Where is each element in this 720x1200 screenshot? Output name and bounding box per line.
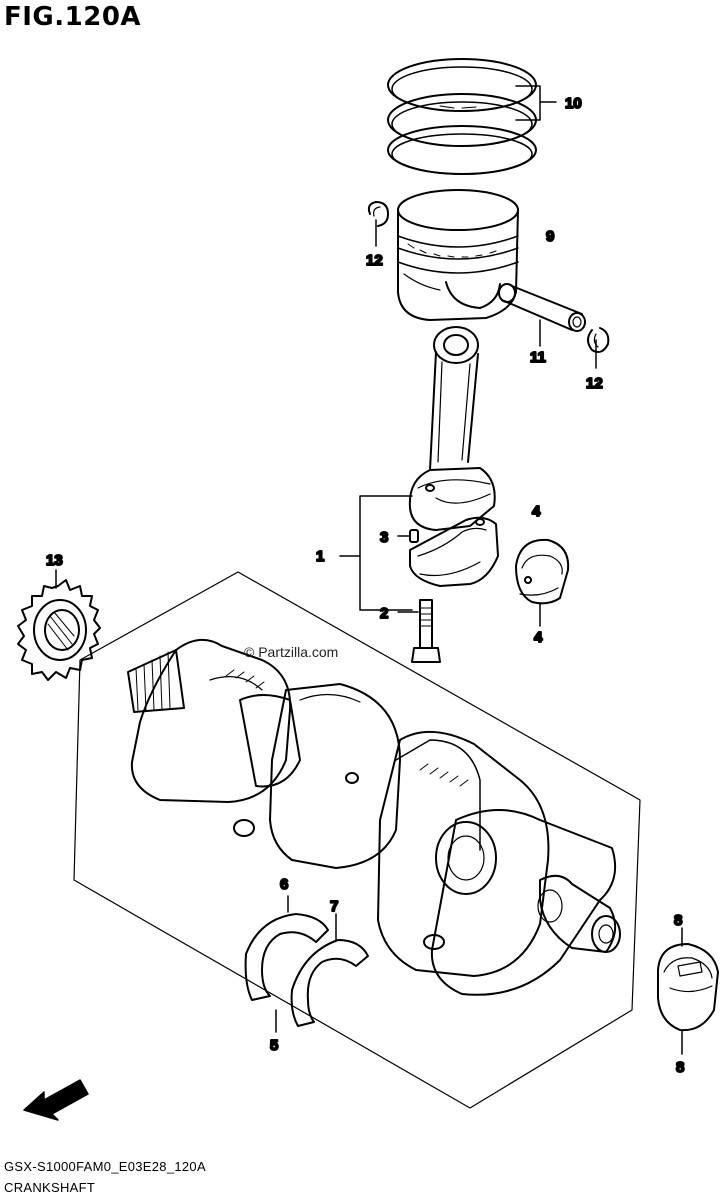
crankshaft[interactable] (127, 639, 621, 996)
piston[interactable] (397, 189, 519, 321)
callout-9: 9 (546, 228, 554, 245)
piston-pin[interactable] (498, 283, 586, 332)
crankshaft-bearing[interactable] (657, 943, 719, 1032)
callout-3: 3 (380, 529, 388, 546)
primary-drive-gear[interactable] (17, 579, 101, 681)
thrust-bearing-6[interactable] (244, 913, 329, 1001)
thrust-bearing-7[interactable] (290, 939, 369, 1027)
callout-6: 6 (280, 876, 288, 893)
callout-10: 10 (565, 95, 582, 112)
conrod-bearing[interactable] (515, 538, 570, 605)
callout-13: 13 (46, 552, 63, 569)
circlip-left[interactable] (367, 201, 389, 227)
callout-1: 1 (316, 548, 324, 565)
crankshaft-assembly-outline (73, 571, 641, 1109)
watermark: © Partzilla.com (244, 644, 339, 660)
callout-4-bottom: 4 (534, 629, 543, 646)
callout-8-bottom: 8 (676, 1059, 684, 1076)
rod-bolt[interactable] (411, 599, 441, 663)
callout-4-top: 4 (532, 503, 541, 520)
figure-code: GSX-S1000FAM0_E03E28_120A (4, 1159, 206, 1174)
callout-2: 2 (380, 605, 388, 622)
callout-8-top: 8 (674, 912, 682, 929)
callout-11: 11 (530, 349, 546, 366)
figure-caption: CRANKSHAFT (4, 1180, 96, 1195)
connecting-rod-cap[interactable] (409, 516, 499, 587)
callout-12-right: 12 (586, 375, 603, 392)
callout-5: 5 (270, 1037, 278, 1054)
forward-direction-arrow: FWD (23, 1079, 89, 1121)
circlip-right[interactable] (587, 327, 610, 353)
callout-7: 7 (330, 898, 338, 915)
figure-title: FIG.120A (4, 2, 142, 32)
piston-rings[interactable] (387, 58, 537, 175)
connecting-rod[interactable] (408, 326, 496, 531)
dowel-pin[interactable] (409, 529, 419, 543)
callout-12-left: 12 (366, 252, 383, 269)
leader-lines (55, 85, 683, 1055)
